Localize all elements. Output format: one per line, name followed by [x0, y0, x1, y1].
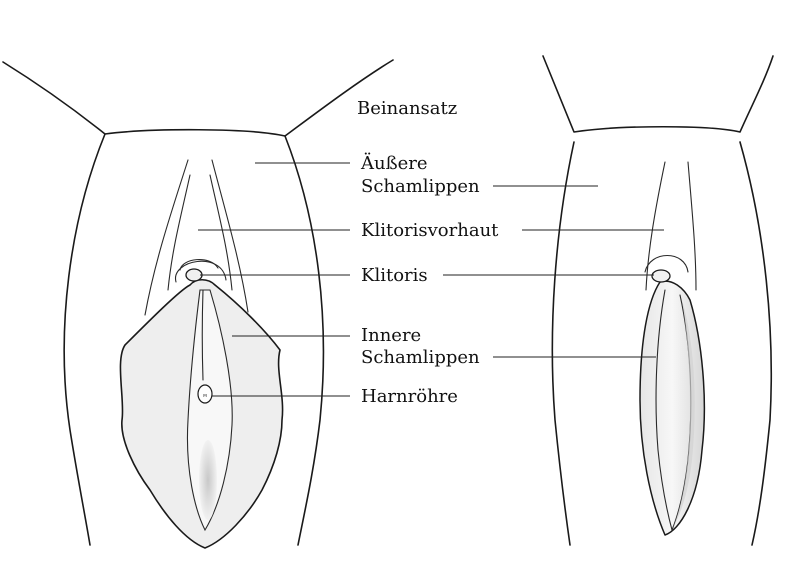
urethra-opening — [197, 384, 213, 404]
clitoral-hood-outer — [175, 260, 227, 283]
left-leg-crease — [2, 59, 394, 137]
label-harnroehre: Harnröhre — [361, 386, 458, 407]
left-thigh-outline — [63, 133, 106, 546]
side-view-figure — [542, 55, 774, 546]
right-thigh-outline — [284, 135, 325, 546]
label-aeussere-line1: Äußere — [361, 153, 428, 174]
side-left-thigh — [551, 141, 575, 546]
outer-labia-left — [144, 159, 189, 316]
side-right-thigh — [739, 141, 773, 546]
side-inner-labia-fold — [655, 289, 673, 531]
side-outer-labia-left — [645, 161, 666, 291]
side-outer-labia-right — [687, 161, 697, 291]
side-clitoral-hood — [644, 255, 689, 273]
label-aeussere-line2: Schamlippen — [361, 176, 480, 197]
front-view-figure: ᴍ — [2, 59, 394, 549]
inner-midline — [201, 289, 204, 381]
side-labia-shade — [673, 300, 695, 528]
inner-labia-fold — [186, 289, 233, 532]
label-beinansatz: Beinansatz — [357, 98, 458, 119]
leader-lines — [198, 162, 664, 397]
outer-labia-right-inner — [209, 174, 233, 291]
label-klitoris: Klitoris — [361, 265, 428, 286]
clitoris-glans-side — [651, 269, 671, 283]
label-innere-line1: Innere — [361, 325, 422, 346]
side-leg-crease — [542, 55, 774, 133]
label-innere-line2: Schamlippen — [361, 347, 480, 368]
label-klitorisvorhaut: Klitorisvorhaut — [361, 220, 499, 241]
clitoris-glans-front — [185, 268, 203, 282]
outer-labia-right — [211, 159, 249, 313]
svg-text:ᴍ: ᴍ — [203, 393, 207, 399]
vaginal-shading — [199, 440, 217, 520]
outer-labia-left-inner — [167, 174, 191, 291]
